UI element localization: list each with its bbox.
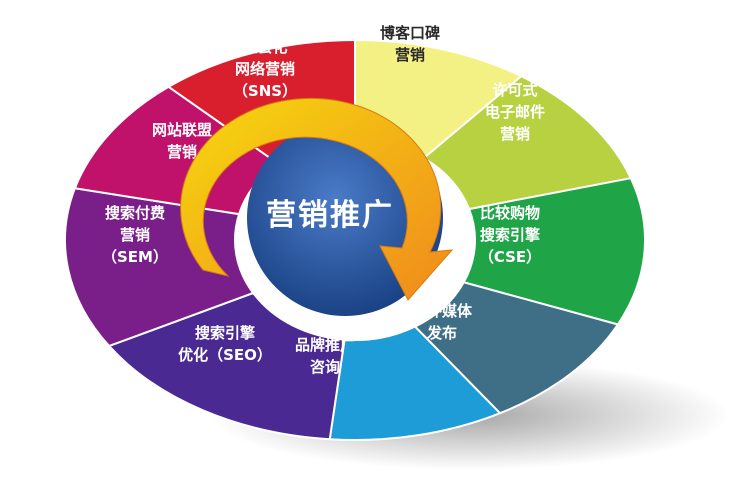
segment-label-cse: 比较购物搜索引擎 （CSE） xyxy=(479,204,541,266)
label-group: 博客口碑营销许可式电子邮件营销比较购物搜索引擎（CSE）海外媒体发布品牌推广咨询… xyxy=(102,24,545,376)
segment-label-email: 许可式电子邮件营销 xyxy=(485,81,545,143)
segment-label-line: 营销 xyxy=(167,143,197,161)
segment-cse xyxy=(462,177,646,326)
segment-label-line: 发布 xyxy=(426,324,457,342)
segment-label-line: 海外媒体 xyxy=(412,302,473,320)
segment-label-line: 社会化 xyxy=(241,38,287,56)
segment-label-line: （CSE） xyxy=(479,248,541,266)
segment-label-seo: 搜索引擎优化（SEO） xyxy=(178,324,272,364)
segment-seo xyxy=(107,291,346,441)
segment-label-line: 网络营销 xyxy=(235,60,295,78)
cycle-arrow xyxy=(180,97,454,301)
segment-label-line: （SNS） xyxy=(233,82,297,100)
center-title: 营销推广 xyxy=(266,198,394,233)
segment-label-blog: 博客口碑营销 xyxy=(380,24,440,64)
segment-label-line: 搜索付费 xyxy=(105,204,165,222)
segment-label-overseas: 海外媒体发布 xyxy=(412,302,473,342)
segment-label-line: （SEM） xyxy=(102,248,168,266)
segment-label-line: 搜索引擎 xyxy=(195,324,255,342)
segment-label-affiliate: 网站联盟营销 xyxy=(152,121,212,161)
segment-label-brand: 品牌推广咨询 xyxy=(295,336,355,376)
segment-label-line: 咨询 xyxy=(310,358,340,376)
segment-label-line: 许可式 xyxy=(492,81,537,99)
segment-label-line: 优化（SEO） xyxy=(178,346,272,364)
segment-label-line: 营销 xyxy=(500,125,530,143)
segment-label-line: 搜索引擎 xyxy=(480,226,540,244)
segment-label-sns: 社会化网络营销 （SNS） xyxy=(233,38,297,100)
segment-label-line: 博客口碑 xyxy=(380,24,440,42)
segment-label-line: 网站联盟 xyxy=(152,121,212,139)
segment-label-line: 比较购物 xyxy=(480,204,540,222)
segment-label-line: 品牌推广 xyxy=(295,336,355,354)
segment-label-line: 营销 xyxy=(120,226,150,244)
segment-label-sem: 搜索付费营销 （SEM） xyxy=(102,204,168,266)
segment-label-line: 电子邮件 xyxy=(485,103,545,121)
segment-sem xyxy=(64,187,255,348)
segment-label-line: 营销 xyxy=(395,46,425,64)
segment-email xyxy=(422,74,633,211)
